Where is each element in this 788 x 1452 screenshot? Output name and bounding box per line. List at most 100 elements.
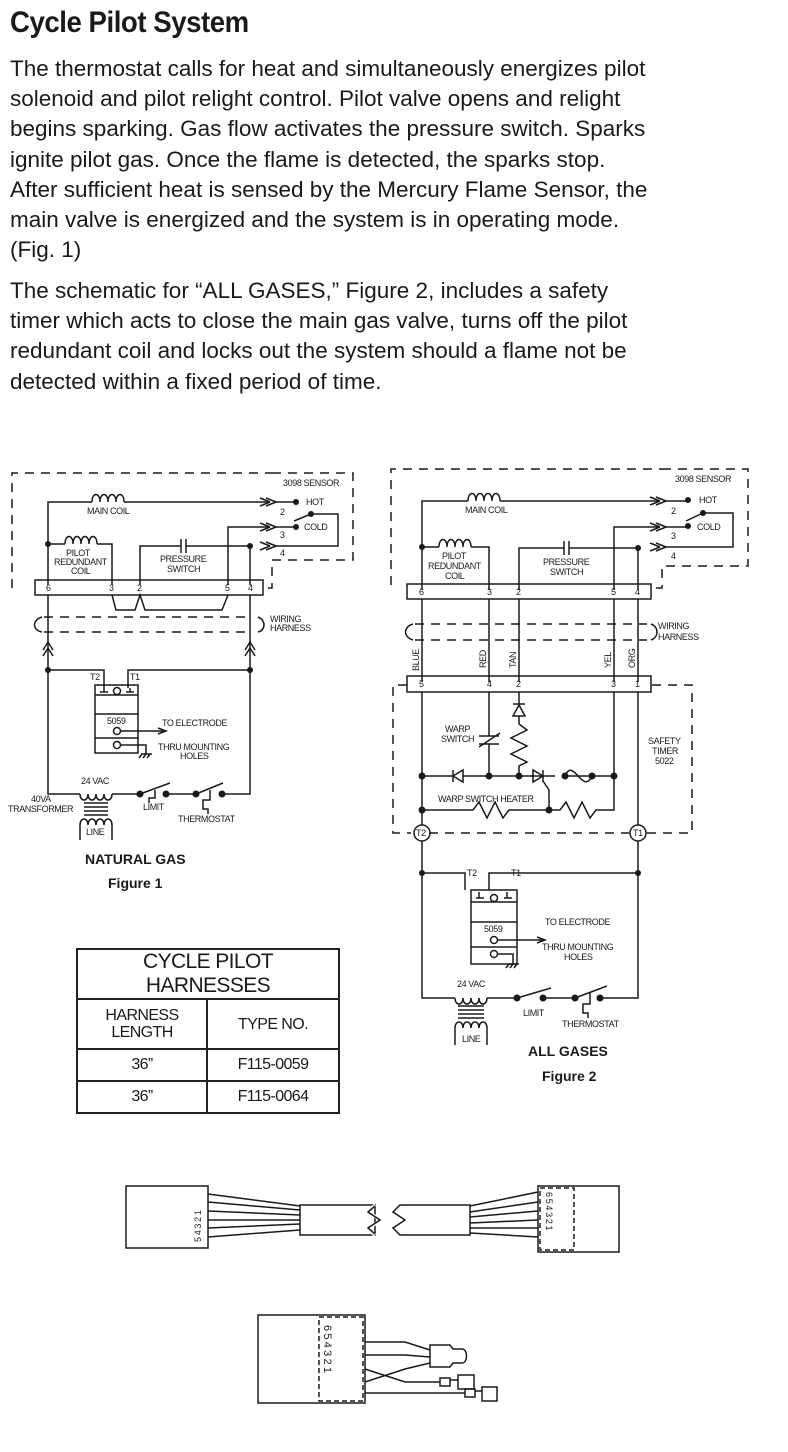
t1-label: T1: [511, 868, 521, 878]
thermostat-label: THERMOSTAT: [178, 814, 236, 824]
main-coil-label: MAIN COIL: [465, 505, 508, 515]
sensor-label: 3098 SENSOR: [283, 478, 340, 488]
terminal-icon: [439, 1374, 475, 1390]
t1-terminal-label: T1: [633, 828, 643, 838]
wiring-harness-label: WIRING: [658, 621, 689, 631]
wiring-harness-label: HARNESS: [658, 632, 699, 642]
harness-table-title: CYCLE PILOT HARNESSES: [76, 948, 340, 1000]
module-5059: [470, 889, 518, 965]
pilot-coil-label: COIL: [445, 571, 465, 581]
t2-terminal-label: T2: [416, 828, 426, 838]
wiring-harness-outline: [415, 623, 647, 641]
wire-color-label: TAN: [508, 652, 518, 668]
main-coil-icon: [91, 493, 125, 503]
warp-switch-label: SWITCH: [441, 734, 474, 744]
pressure-switch-icon: [180, 539, 187, 553]
safety-timer-label: TIMER: [652, 746, 679, 756]
pilot-coil-label: COIL: [71, 566, 91, 576]
terminal-number: 5: [225, 583, 230, 593]
pilot-coil-icon: [438, 538, 472, 548]
figure2-all-gases-schematic: 3098 SENSOR MAIN COIL HOT 2 COLD 3 4 PIL…: [390, 468, 749, 1084]
terminal-number: 4: [487, 679, 492, 689]
terminal-number: 5: [611, 587, 616, 597]
harness-table: CYCLE PILOT HARNESSES HARNESS LENGTH TYP…: [76, 948, 340, 1114]
to-electrode-label: TO ELECTRODE: [162, 718, 227, 728]
line-label: LINE: [86, 827, 105, 837]
thermostat-icon: [195, 782, 224, 814]
terminal-number: 4: [248, 583, 253, 593]
thru-mounting-label: HOLES: [564, 952, 593, 962]
terminal-number: 2: [516, 587, 521, 597]
pressure-switch-label: PRESSURE: [160, 554, 207, 564]
pilot-coil-label: PILOT: [66, 548, 91, 558]
pilot-coil-label: REDUNDANT: [54, 557, 108, 567]
sensor-label: 3098 SENSOR: [675, 474, 732, 484]
limit-switch-icon: [516, 987, 552, 999]
warp-heater-label: WARP SWITCH HEATER: [438, 794, 535, 804]
cell-length: 36”: [76, 1080, 208, 1114]
pressure-switch-label: SWITCH: [167, 564, 200, 574]
transformer-label: 40VA: [31, 794, 51, 804]
wiring-harness-label: HARNESS: [270, 623, 311, 633]
page-title: Cycle Pilot System: [10, 6, 249, 39]
diode-icon: [451, 768, 464, 784]
to-electrode-label: TO ELECTRODE: [545, 917, 610, 927]
pilot-coil-icon: [64, 535, 98, 545]
pressure-switch-label: PRESSURE: [543, 557, 590, 567]
thermostat-icon: [574, 985, 608, 1018]
safety-timer-outline: [392, 684, 693, 834]
sensor-pin: 2: [671, 506, 676, 516]
fuse-icon: [564, 769, 593, 783]
pressure-switch-label: SWITCH: [550, 567, 583, 577]
pilot-coil-label: REDUNDANT: [428, 561, 482, 571]
wiring-harness-outline: [44, 616, 252, 633]
sensor-pin: 4: [671, 551, 676, 561]
module-label: 5059: [484, 924, 503, 934]
diode-icon: [511, 703, 527, 717]
schematic-paragraph: The schematic for “ALL GASES,” Figure 2,…: [10, 278, 628, 394]
thermostat-label: THERMOSTAT: [562, 1019, 620, 1029]
wire-color-label: YEL: [603, 652, 613, 668]
line-label: LINE: [462, 1034, 481, 1044]
wire-color-label: RED: [478, 649, 488, 668]
sensor-bulb-icon: [429, 1344, 468, 1368]
gas-valve-outline: [390, 468, 662, 585]
warp-switch-icon: [478, 732, 501, 748]
terminal-number: 1: [635, 679, 640, 689]
right-connector: [537, 1185, 620, 1253]
safety-timer-label: 5022: [655, 756, 674, 766]
cold-label: COLD: [304, 522, 328, 532]
resistor-icon: [509, 723, 529, 776]
thru-mounting-label: THRU MOUNTING: [158, 742, 230, 752]
transformer-icon: [79, 793, 113, 840]
connector-body: [257, 1314, 366, 1404]
limit-label: LIMIT: [523, 1008, 545, 1018]
vac-label: 24 VAC: [81, 776, 110, 786]
cell-type: F115-0059: [206, 1048, 340, 1082]
transformer-icon: [454, 997, 488, 1045]
module-label: 5059: [107, 716, 126, 726]
harness-connector-drawing-2: 6 5 4 3 2 1: [257, 1314, 498, 1404]
wire-color-label: BLUE: [411, 649, 421, 671]
limit-label: LIMIT: [143, 802, 165, 812]
terminal-number: 5: [419, 679, 424, 689]
thru-mounting-label: THRU MOUNTING: [542, 942, 614, 952]
vac-label: 24 VAC: [457, 979, 486, 989]
figure2-caption-label: Figure 2: [542, 1068, 597, 1084]
main-coil-label: MAIN COIL: [87, 506, 130, 516]
cell-type: F115-0064: [206, 1080, 340, 1114]
intro-paragraph: The thermostat calls for heat and simult…: [10, 56, 648, 263]
t2-label: T2: [467, 868, 477, 878]
sensor-pin: 3: [671, 531, 676, 541]
t1-label: T1: [130, 672, 140, 682]
cell-length: 36”: [76, 1048, 208, 1082]
sensor-outline: [652, 468, 749, 589]
wire-color-label: ORG: [627, 648, 637, 668]
gas-valve-outline: [11, 472, 272, 588]
cable-sheath-right: [391, 1204, 471, 1236]
table-row: 36” F115-0064: [76, 1080, 340, 1114]
warp-switch-label: WARP: [445, 724, 470, 734]
thru-mounting-label: HOLES: [180, 751, 209, 761]
pressure-switch-icon: [563, 541, 570, 555]
timer-terminal-strip: [406, 675, 652, 693]
